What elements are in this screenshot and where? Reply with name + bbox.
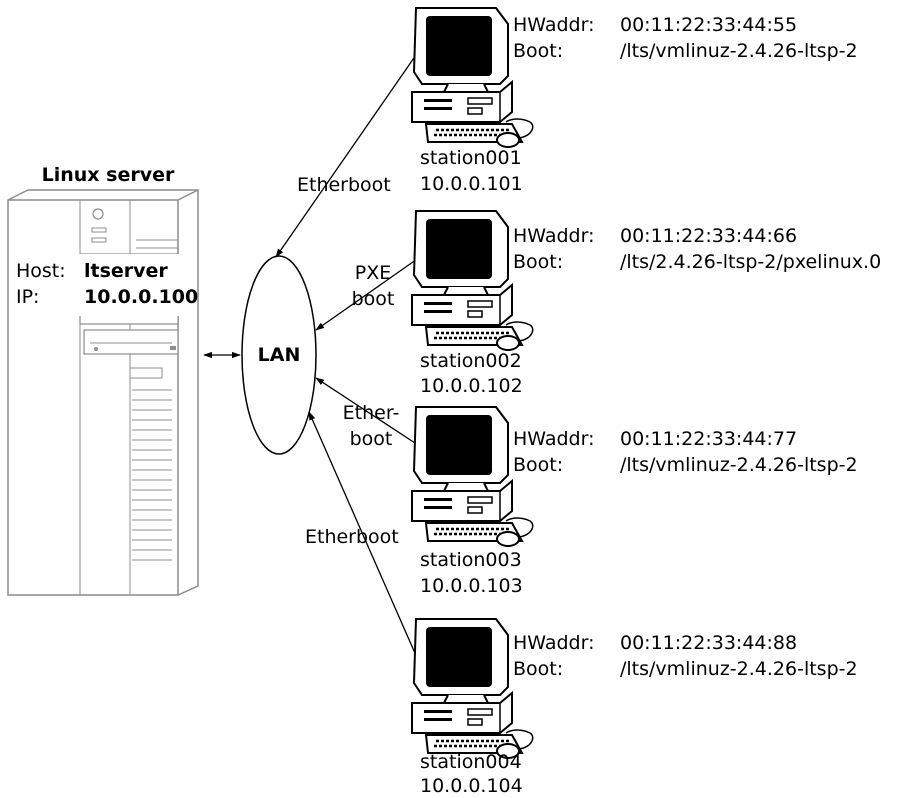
station002-boot-label: Boot: [513, 251, 564, 273]
station003-link [315, 377, 419, 446]
station004-ip: 10.0.0.104 [420, 775, 523, 797]
station003-hwaddr-label: HWaddr: [513, 428, 595, 450]
station003-boot-label: Boot: [513, 454, 564, 476]
station001-boot-value: /lts/vmlinuz-2.4.26-ltsp-2 [620, 40, 858, 62]
server-ip-label: IP: [16, 286, 40, 308]
station002-link-label-line2: boot [351, 288, 395, 310]
station002-hwaddr-value: 00:11:22:33:44:66 [620, 225, 798, 247]
station003-ip: 10.0.0.103 [420, 575, 523, 597]
station003-hwaddr-value: 00:11:22:33:44:77 [620, 428, 798, 450]
station001-hwaddr-label: HWaddr: [513, 14, 595, 36]
station003-link-label-line1: Ether- [342, 402, 400, 424]
station003-boot-value: /lts/vmlinuz-2.4.26-ltsp-2 [620, 454, 858, 476]
server-host-label: Host: [16, 260, 66, 282]
station004-link [308, 411, 419, 661]
server-tower [7, 189, 199, 596]
station003-name: station003 [420, 549, 522, 571]
station002-boot-value: /lts/2.4.26-ltsp-2/pxelinux.0 [620, 251, 882, 273]
station004-hwaddr-label: HWaddr: [513, 632, 595, 654]
station004-boot-value: /lts/vmlinuz-2.4.26-ltsp-2 [620, 658, 858, 680]
station002-name: station002 [420, 350, 522, 372]
station001-link-label: Etherboot [297, 174, 391, 196]
station001-ip: 10.0.0.101 [420, 173, 523, 195]
station002-link-label-line1: PXE [354, 262, 392, 284]
station001-boot-label: Boot: [513, 40, 564, 62]
station004-link-label: Etherboot [305, 526, 399, 548]
lan-label: LAN [257, 344, 301, 366]
station004-name: station004 [420, 751, 522, 773]
server-host-value: ltserver [84, 260, 168, 282]
server-title: Linux server [41, 164, 175, 186]
station004-boot-label: Boot: [513, 658, 564, 680]
station002-ip: 10.0.0.102 [420, 375, 523, 397]
server-ip-value: 10.0.0.100 [84, 286, 199, 308]
station001-link [275, 54, 417, 258]
station004-hwaddr-value: 00:11:22:33:44:88 [620, 632, 798, 654]
station003-link-label-line2: boot [349, 428, 393, 450]
station001-name: station001 [420, 147, 522, 169]
station001-hwaddr-value: 00:11:22:33:44:55 [620, 14, 798, 36]
station002-link [315, 256, 421, 331]
server-label-panel [10, 254, 196, 316]
station002-hwaddr-label: HWaddr: [513, 225, 595, 247]
